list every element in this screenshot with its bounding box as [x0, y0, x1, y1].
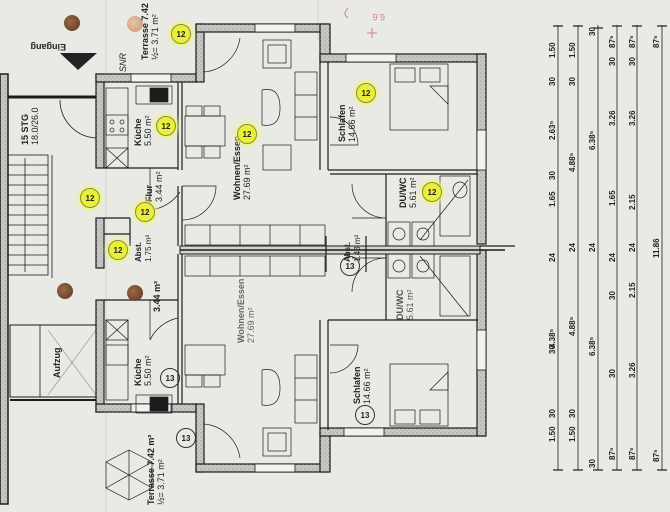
dim-label: 2.63⁵	[548, 120, 557, 140]
room-label-kitchen-13: Küche 5.50 m²	[133, 355, 153, 386]
dim-label: 30	[548, 409, 557, 418]
dim-label: 4.38⁵	[548, 328, 557, 348]
dim-label: 30	[628, 57, 637, 66]
dim-label: 1.50	[548, 426, 557, 442]
unit-badge-12: 12	[80, 188, 100, 208]
dim-label: 87⁵	[652, 35, 661, 48]
dim-label: 30	[588, 459, 597, 468]
dim-label: 87⁵	[628, 35, 637, 48]
dim-label: 30	[568, 77, 577, 86]
dim-label: 24	[568, 243, 577, 252]
stair-label: 15 STG 18.0/26.0	[20, 107, 40, 145]
dim-label: 1.65	[608, 190, 617, 206]
dim-label: 30	[608, 369, 617, 378]
dim-label: 11.86	[652, 238, 661, 258]
entrance-label: Eingang	[30, 42, 67, 52]
dim-label: 30	[608, 291, 617, 300]
unit-badge-13: 13	[176, 428, 196, 448]
party-wall	[179, 245, 505, 255]
dim-label: 1.50	[568, 42, 577, 58]
dim-label: 24	[628, 243, 637, 252]
dim-label: 87⁵	[608, 35, 617, 48]
room-label-living-12: Wohnen/Essen 27.69 m²	[232, 135, 252, 200]
dim-label: 24	[588, 243, 597, 252]
dim-label: 2.15	[628, 194, 637, 210]
dim-label: 30	[568, 409, 577, 418]
elevator-label: Aufzug	[52, 347, 62, 379]
pushpin-icon	[127, 285, 143, 301]
dim-label: 87⁵	[628, 447, 637, 460]
pink-note: 6.6	[372, 12, 385, 22]
dim-label: 1.50	[548, 42, 557, 58]
dim-label: 3.26	[608, 110, 617, 126]
unit-badge-12: 12	[356, 83, 376, 103]
pushpin-icon	[64, 15, 80, 31]
dim-label: 1.50	[568, 426, 577, 442]
dim-label: 87⁵	[608, 447, 617, 460]
unit-badge-12: 12	[135, 202, 155, 222]
room-label-hall-13: 3.44 m²	[152, 280, 162, 312]
room-label-kitchen-12: Küche 5.50 m²	[133, 115, 153, 146]
dim-label: 6.38⁵	[588, 130, 597, 150]
unit-badge-12: 12	[422, 182, 442, 202]
dim-label: 4.88⁵	[568, 316, 577, 336]
room-label-terrace-12: Terrasse 7.42 m² ½= 3.71 m²	[140, 0, 160, 60]
unit-badge-12: 12	[108, 240, 128, 260]
dim-label: 24	[608, 253, 617, 262]
unit-badge-13: 13	[160, 368, 180, 388]
dimension-lines	[557, 25, 663, 470]
room-label-bedroom-13: Schlafen 14.66 m²	[352, 366, 372, 404]
room-label-bath-12: DU/WC 5.61 m²	[398, 177, 418, 208]
dim-label: 30	[548, 171, 557, 180]
pushpin-icon	[57, 283, 73, 299]
room-label-storage-12: Abst. 1.75 m²	[134, 234, 153, 262]
room-label-terrace-13: Terrasse 7.42 m² ½= 3.71 m²	[146, 434, 166, 505]
dim-label: 1.65	[548, 191, 557, 207]
unit-badge-12: 12	[171, 24, 191, 44]
dim-label: 24	[548, 253, 557, 262]
room-label-bath-13: DU/WC 5.61 m²	[395, 289, 415, 320]
dim-label: 30	[548, 77, 557, 86]
unit-badge-12: 12	[237, 124, 257, 144]
stairwell	[0, 53, 99, 505]
dim-label: 30	[588, 27, 597, 36]
room-label-living-13: Wohnen/Essen 27.69 m²	[236, 278, 256, 343]
dim-label: 6.38⁵	[588, 336, 597, 356]
pushpin-icon	[127, 16, 143, 32]
handwritten-note: SNR	[118, 52, 128, 72]
unit-badge-12: 12	[156, 116, 176, 136]
unit-badge-13: 13	[340, 256, 360, 276]
room-label-bedroom-12: Schlafen 14.66 m²	[337, 104, 357, 142]
dim-label: 87⁵	[652, 449, 661, 462]
unit-badge-13: 13	[355, 405, 375, 425]
dim-label: 3.26	[628, 362, 637, 378]
dim-label: 2.15	[628, 282, 637, 298]
dim-label: 30	[608, 57, 617, 66]
room-label-hall-12: Flur 3.44 m²	[144, 171, 164, 202]
dim-label: 3.26	[628, 110, 637, 126]
dim-label: 4.88⁵	[568, 152, 577, 172]
